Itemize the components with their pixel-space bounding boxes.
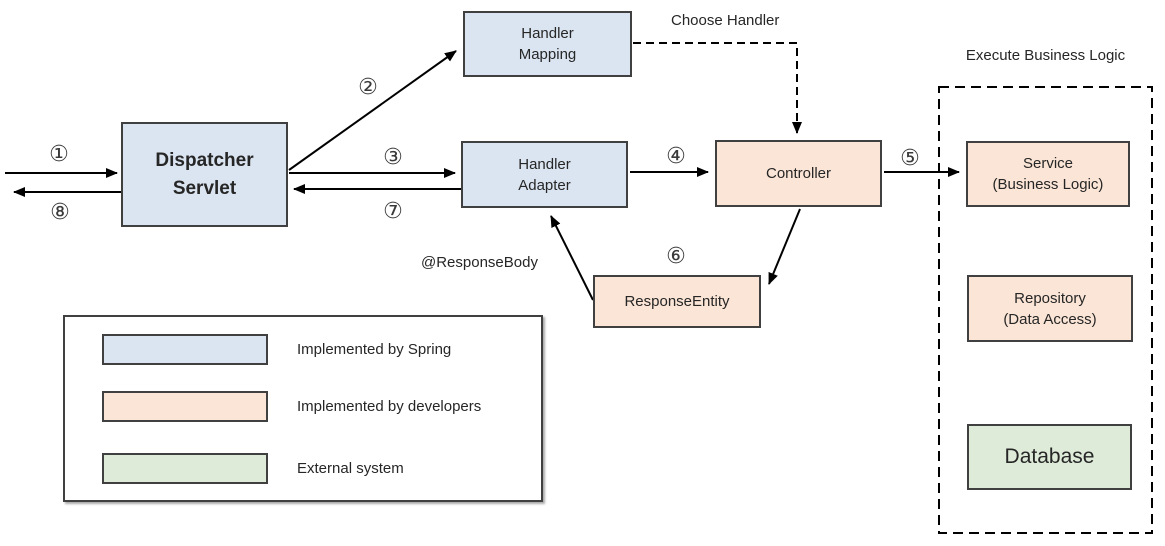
legend-label-spring: Implemented by Spring bbox=[297, 341, 452, 358]
node-label: Mapping bbox=[518, 46, 577, 63]
step-number-7: ⑦ bbox=[383, 199, 403, 224]
step-number-8: ⑧ bbox=[50, 200, 70, 225]
node-label: Handler bbox=[518, 155, 571, 173]
step-number-5: ⑤ bbox=[900, 146, 920, 171]
step-number-3: ③ bbox=[383, 145, 403, 170]
node-label: (Data Access) bbox=[1003, 310, 1097, 328]
choose-handler-label: Choose Handler bbox=[671, 12, 780, 29]
legend-swatch-spring bbox=[102, 334, 268, 365]
node-label: Controller bbox=[765, 165, 832, 182]
node-label: Database bbox=[1004, 445, 1095, 469]
arrow-step2-to-handler-mapping bbox=[288, 50, 457, 171]
node-label: (Business Logic) bbox=[992, 176, 1104, 193]
node-handler-adapter: Handler Adapter bbox=[461, 141, 628, 208]
node-label: Adapter bbox=[518, 176, 571, 194]
legend-label-developer: Implemented by developers bbox=[297, 398, 482, 415]
node-dispatcher-servlet: Dispatcher Servlet bbox=[121, 122, 288, 227]
node-controller: Controller bbox=[715, 140, 882, 207]
node-label: Dispatcher bbox=[155, 149, 254, 171]
node-label: Servlet bbox=[172, 177, 237, 199]
legend-label-external: External system bbox=[297, 460, 404, 477]
legend-box: Implemented by Spring Implemented by dev… bbox=[63, 315, 543, 502]
legend-swatch-developer bbox=[102, 391, 268, 422]
node-label: Service bbox=[1022, 155, 1074, 172]
step-number-1: ① bbox=[49, 142, 69, 167]
legend-swatch-external bbox=[102, 453, 268, 484]
response-body-label: @ResponseBody bbox=[421, 254, 538, 271]
execute-business-logic-label: Execute Business Logic bbox=[965, 47, 1126, 64]
step-number-6: ⑥ bbox=[666, 244, 686, 269]
node-label: Handler bbox=[521, 25, 574, 42]
node-response-entity: ResponseEntity bbox=[593, 275, 761, 328]
step-number-4: ④ bbox=[666, 144, 686, 169]
dashed-arrow-choose-handler bbox=[633, 42, 802, 134]
step-number-2: ② bbox=[358, 75, 378, 100]
node-database: Database bbox=[967, 424, 1132, 490]
node-repository: Repository (Data Access) bbox=[967, 275, 1133, 342]
node-handler-mapping: Handler Mapping bbox=[463, 11, 632, 77]
arrow-response-body-to-handler-adapter bbox=[550, 215, 594, 301]
node-label: ResponseEntity bbox=[624, 293, 730, 310]
arrow-step6-to-response-entity bbox=[768, 208, 801, 285]
node-label: Repository bbox=[1014, 289, 1086, 307]
node-service: Service (Business Logic) bbox=[966, 141, 1130, 207]
